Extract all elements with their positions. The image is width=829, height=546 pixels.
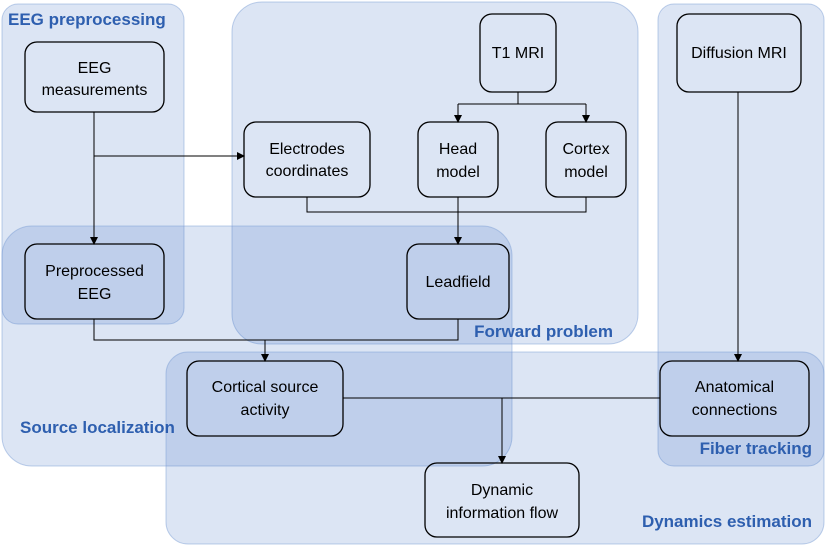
- node-leadfield: Leadfield: [406, 243, 510, 320]
- node-preprocessed-eeg-line1: Preprocessed: [45, 263, 144, 280]
- label-source-localization: Source localization: [20, 418, 175, 437]
- node-head-model: Head model: [417, 121, 499, 198]
- node-anatomical-connections: Anatomical connections: [659, 360, 810, 437]
- node-electrodes-coordinates-line1: Electrodes: [269, 141, 345, 158]
- node-preprocessed-eeg: Preprocessed EEG: [24, 243, 165, 320]
- node-cortex-model-line2: model: [564, 164, 608, 181]
- label-dynamics-estimation: Dynamics estimation: [642, 512, 812, 531]
- node-preprocessed-eeg-line2: EEG: [78, 286, 112, 303]
- node-t1-mri-line1: T1 MRI: [492, 45, 544, 62]
- label-eeg-preprocessing: EEG preprocessing: [8, 10, 166, 29]
- node-electrodes-coordinates: Electrodes coordinates: [243, 121, 371, 198]
- node-dynamic-information-flow: Dynamic information flow: [424, 462, 580, 538]
- node-eeg-measurements-line1: EEG: [78, 60, 112, 77]
- node-cortical-source-activity-line1: Cortical source: [212, 379, 319, 396]
- edge-models-merge: [306, 197, 587, 213]
- node-leadfield-line1: Leadfield: [426, 274, 491, 291]
- node-t1-mri: T1 MRI: [479, 13, 557, 93]
- node-diffusion-mri-line1: Diffusion MRI: [691, 45, 787, 62]
- label-forward-problem: Forward problem: [474, 322, 613, 341]
- region-forward-problem: [231, 1, 639, 345]
- node-anatomical-connections-line2: connections: [692, 402, 777, 419]
- node-cortical-source-activity: Cortical source activity: [186, 360, 344, 437]
- node-eeg-measurements: EEG measurements: [24, 41, 165, 113]
- node-cortical-source-activity-line2: activity: [241, 402, 290, 419]
- label-fiber-tracking: Fiber tracking: [700, 439, 812, 458]
- node-eeg-measurements-line2: measurements: [42, 82, 148, 99]
- edges: [90, 92, 742, 464]
- node-dynamic-information-flow-line1: Dynamic: [471, 482, 533, 499]
- node-cortex-model-line1: Cortex: [562, 141, 609, 158]
- node-electrodes-coordinates-line2: coordinates: [266, 163, 349, 180]
- node-head-model-line2: model: [436, 164, 480, 181]
- node-cortex-model: Cortex model: [545, 121, 627, 198]
- node-head-model-line1: Head: [439, 141, 477, 158]
- node-diffusion-mri: Diffusion MRI: [676, 13, 802, 93]
- region-fiber-tracking: [657, 3, 825, 467]
- node-dynamic-information-flow-line2: information flow: [446, 505, 558, 522]
- node-anatomical-connections-line1: Anatomical: [695, 379, 774, 396]
- region-source-localization: [1, 225, 513, 467]
- edge-preprocessed-merge: [93, 319, 459, 341]
